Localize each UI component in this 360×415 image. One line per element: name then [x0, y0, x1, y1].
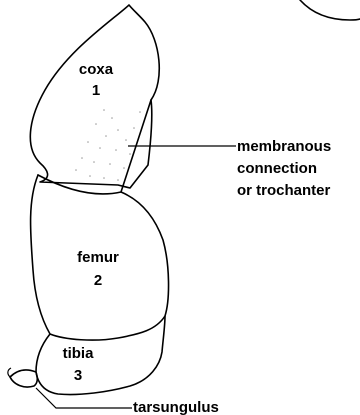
- tarsungulus-claw-tip: [7, 367, 12, 378]
- tarsungulus-leader-line: [35, 387, 132, 409]
- trochanter-stipple: [75, 109, 141, 181]
- tibia-number: 3: [74, 367, 82, 384]
- membranous-label-line-1: membranous: [237, 138, 331, 155]
- tibia-label: tibia: [63, 345, 94, 362]
- partial-circle-outline: [299, 0, 360, 21]
- coxa-number: 1: [92, 82, 100, 99]
- femur-number: 2: [94, 272, 102, 289]
- coxa-label: coxa: [79, 61, 114, 78]
- tibia-segment-outline: [35, 315, 166, 396]
- membranous-label-line-3: or trochanter: [237, 182, 331, 199]
- femur-segment-outline: [29, 174, 170, 341]
- tarsungulus-label: tarsungulus: [133, 399, 219, 415]
- coxa-segment-outline: [29, 4, 161, 189]
- femur-label: femur: [77, 249, 119, 266]
- tarsungulus-claw-outline: [9, 369, 39, 388]
- trochanter-outline: [37, 99, 152, 195]
- membranous-label-line-2: connection: [237, 160, 317, 177]
